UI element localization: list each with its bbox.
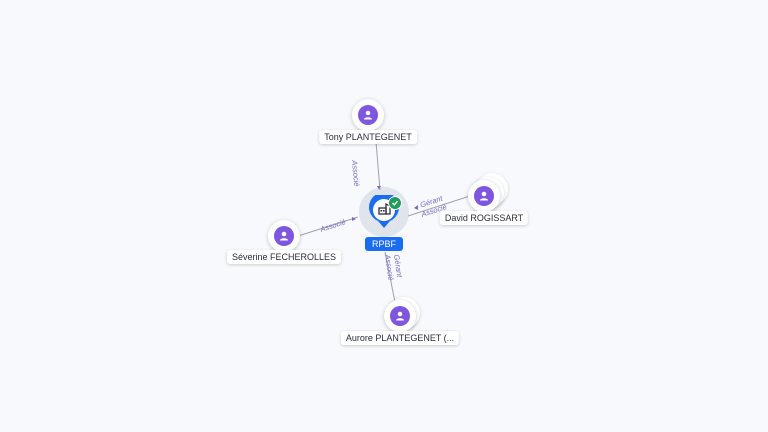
person-icon <box>274 226 294 246</box>
edge-label-tony: Associé <box>350 159 362 187</box>
person-label-david[interactable]: David ROGISSART <box>439 211 529 225</box>
person-node-severine[interactable] <box>268 220 300 252</box>
arrow-tony <box>377 186 381 190</box>
company-label[interactable]: RPBF <box>365 237 403 251</box>
arrow-david <box>414 205 418 210</box>
verified-check-icon <box>388 196 402 210</box>
person-node-david[interactable] <box>468 180 500 212</box>
edge-severine <box>297 216 359 237</box>
edge-david <box>407 195 471 217</box>
person-label-tony[interactable]: Tony PLANTEGENET <box>319 130 417 144</box>
person-icon <box>358 105 378 125</box>
person-node-tony[interactable] <box>352 99 384 131</box>
edge-aurore <box>384 251 396 303</box>
person-icon <box>390 306 410 326</box>
person-label-severine[interactable]: Séverine FECHEROLLES <box>226 250 342 264</box>
person-icon <box>474 186 494 206</box>
arrow-severine <box>352 217 356 221</box>
person-node-aurore[interactable] <box>384 300 416 332</box>
person-label-aurore[interactable]: Aurore PLANTEGENET (... <box>340 331 460 345</box>
